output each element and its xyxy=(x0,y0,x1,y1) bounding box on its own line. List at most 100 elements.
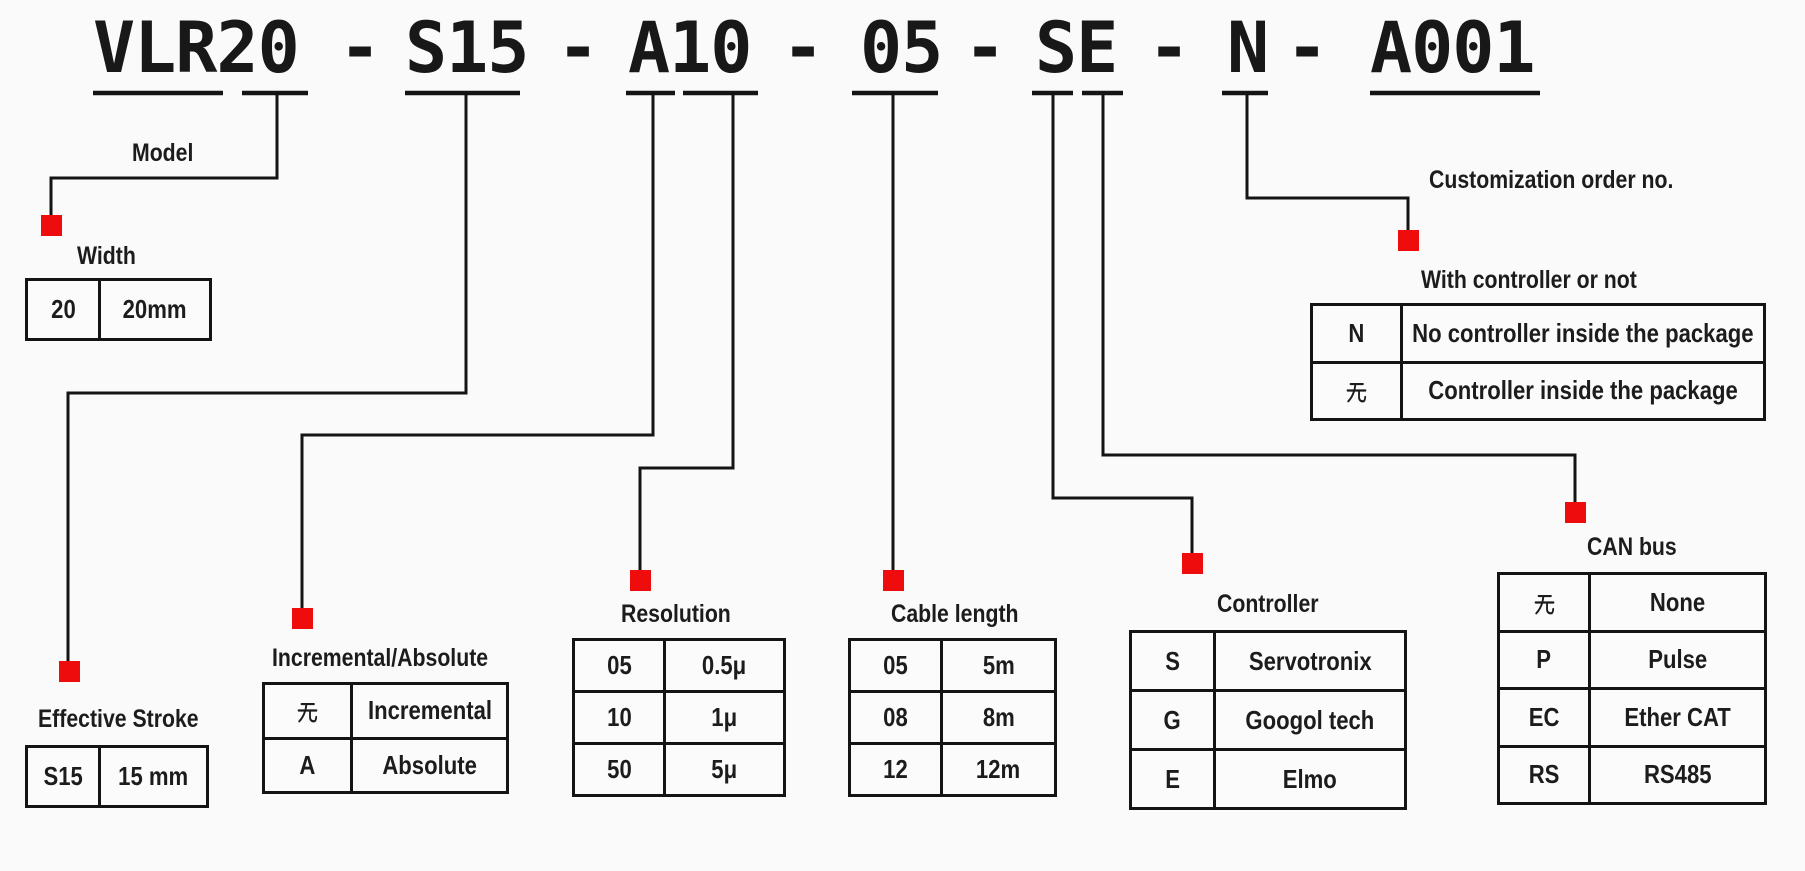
wu-hanzi-glyph xyxy=(1346,383,1367,403)
red-square-marker-with-controller xyxy=(1398,230,1419,251)
title-separator-dash: - xyxy=(557,7,600,89)
red-square-marker-cable-length xyxy=(883,570,904,591)
cell-text: S15 xyxy=(43,761,83,791)
label-encoder-type: Incremental/Absolute xyxy=(272,644,489,672)
cell-text: Servotronix xyxy=(1248,645,1372,676)
cell-text: 05 xyxy=(606,650,632,680)
title-segment-n: N xyxy=(1227,7,1269,89)
description-cell: 12m xyxy=(943,745,1054,794)
code-cell: G xyxy=(1132,692,1216,748)
table-with-controller: N No controller inside the package Contro… xyxy=(1310,303,1766,421)
table-row: None xyxy=(1500,575,1764,630)
table-row: 12 12m xyxy=(851,742,1054,794)
table-row: Controller inside the package xyxy=(1313,360,1763,419)
cell-text: 10 xyxy=(606,702,632,732)
code-cell: EC xyxy=(1500,690,1591,745)
label-model: Model xyxy=(132,139,194,167)
table-row: 50 5μ xyxy=(575,742,783,794)
description-cell: 0.5μ xyxy=(666,641,783,690)
label-effective-stroke: Effective Stroke xyxy=(38,705,199,733)
code-cell: N xyxy=(1313,306,1403,361)
cell-text: 50 xyxy=(606,754,632,784)
code-cell xyxy=(265,685,353,737)
cell-text: Ether CAT xyxy=(1624,701,1731,732)
title-separator-dash: - xyxy=(964,7,1007,89)
description-cell: 8m xyxy=(943,693,1054,742)
cell-text: 5m xyxy=(982,650,1015,680)
cell-text: Elmo xyxy=(1282,763,1338,794)
table-row: 05 0.5μ xyxy=(575,641,783,690)
table-row: E Elmo xyxy=(1132,748,1404,807)
cell-text: No controller inside the package xyxy=(1412,317,1754,348)
wu-hanzi-glyph xyxy=(1534,594,1554,615)
cell-text: RS xyxy=(1528,759,1560,790)
code-cell: 05 xyxy=(851,641,943,690)
title-separator-dash: - xyxy=(1148,7,1191,89)
table-row: S Servotronix xyxy=(1132,633,1404,689)
cell-text: 20mm xyxy=(123,294,187,324)
description-cell: 1μ xyxy=(666,693,783,742)
cell-text: None xyxy=(1649,586,1706,617)
wu-hanzi-glyph xyxy=(297,703,318,723)
label-with-controller: With controller or not xyxy=(1421,266,1637,294)
table-row: EC Ether CAT xyxy=(1500,687,1764,745)
red-square-marker-encoder-type xyxy=(292,608,313,629)
cell-text: Controller inside the package xyxy=(1428,375,1738,406)
code-cell: RS xyxy=(1500,747,1591,802)
cell-text: Absolute xyxy=(382,749,477,780)
cell-text: S xyxy=(1165,645,1180,676)
cell-text: 15 mm xyxy=(118,761,189,791)
red-square-marker-width xyxy=(41,215,62,236)
code-cell xyxy=(1313,363,1403,418)
table-resolution: 05 0.5μ 10 1μ 50 5μ xyxy=(572,638,786,797)
title-segment-05: 05 xyxy=(860,7,943,89)
cell-text: 1μ xyxy=(711,702,738,732)
title-separator-dash: - xyxy=(339,7,382,89)
code-cell: 05 xyxy=(575,641,666,690)
title-segment-vlr20: VLR20 xyxy=(93,7,300,89)
red-square-marker-effective-stroke xyxy=(59,661,80,682)
cell-text: 0.5μ xyxy=(702,650,747,680)
label-cable-length: Cable length xyxy=(891,600,1019,628)
cell-text: P xyxy=(1536,644,1552,675)
cell-text: EC xyxy=(1528,701,1560,732)
cell-text: 08 xyxy=(883,702,908,732)
cell-text: 05 xyxy=(883,650,908,680)
title-segment-a001: A001 xyxy=(1370,7,1536,89)
description-cell: Controller inside the package xyxy=(1403,364,1763,419)
title-separator-dash: - xyxy=(782,7,825,89)
cell-text: 5μ xyxy=(711,754,738,784)
red-square-marker-can-bus xyxy=(1565,502,1586,523)
code-cell: S xyxy=(1132,633,1216,689)
description-cell: Absolute xyxy=(353,740,506,792)
code-cell: 12 xyxy=(851,745,943,794)
description-cell: Servotronix xyxy=(1216,633,1404,689)
cell-text xyxy=(1345,377,1368,404)
table-row: 10 1μ xyxy=(575,690,783,742)
description-cell: Ether CAT xyxy=(1591,690,1764,745)
cell-text xyxy=(296,697,319,724)
description-cell: Googol tech xyxy=(1216,692,1404,748)
description-cell: None xyxy=(1591,575,1764,630)
cell-text xyxy=(1533,589,1556,616)
cell-text: E xyxy=(1165,763,1180,794)
cell-text: Incremental xyxy=(367,695,492,726)
red-square-marker-resolution xyxy=(630,570,651,591)
table-cable-length: 05 5m 08 8m 12 12m xyxy=(848,638,1057,797)
cell-text: RS485 xyxy=(1643,759,1712,790)
table-row: Incremental xyxy=(265,685,506,737)
table-row: RS RS485 xyxy=(1500,744,1764,802)
label-resolution: Resolution xyxy=(621,600,731,628)
title-segment-se: SE xyxy=(1035,7,1118,89)
description-cell: Incremental xyxy=(353,685,506,737)
code-cell: 50 xyxy=(575,745,666,794)
cell-text: A xyxy=(299,749,316,780)
label-controller: Controller xyxy=(1217,590,1319,618)
description-cell: Elmo xyxy=(1216,751,1404,807)
cell-text: 12 xyxy=(883,754,908,784)
red-square-marker-controller xyxy=(1182,553,1203,574)
